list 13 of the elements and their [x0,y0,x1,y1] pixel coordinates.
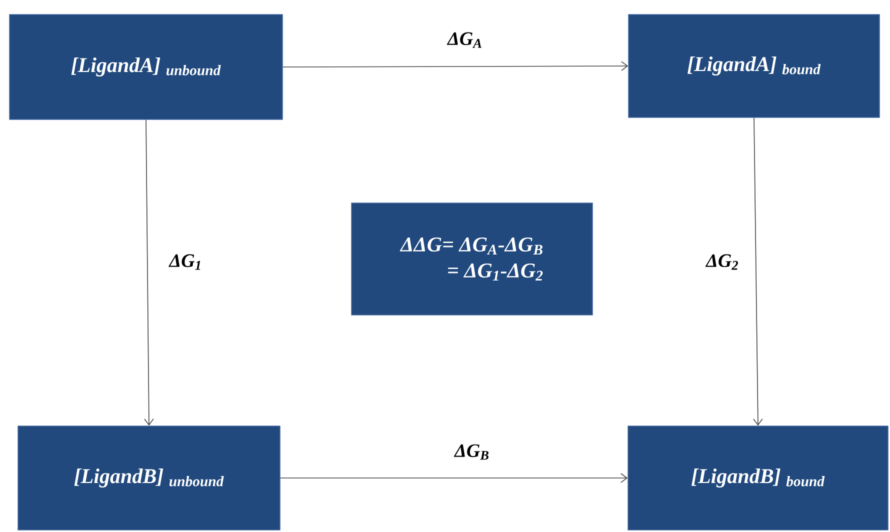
arrow [753,118,763,426]
state-box: [LigandA] $_{bound}$ [628,14,880,118]
state-box: [LigandA] $_{unbound}$ [9,14,283,120]
arrow [282,61,628,71]
edge-label: ΔG$_{B}$ [454,443,490,461]
state-box: [LigandB] $_{bound}$ [628,426,888,530]
edge-label: ΔG$_{2}$ [705,253,740,271]
arrow [144,120,154,426]
state-box: [LigandB] $_{unbound}$ [18,426,280,530]
formula-box: ΔΔG= ΔG$_{A}$-ΔG$_{B}$ = ΔG$_{1}$-ΔG$_{2}$ [351,202,593,316]
edge-label: ΔG$_{1}$ [168,253,203,271]
arrow [280,473,628,483]
edge-label: ΔG$_{A}$ [446,31,484,49]
